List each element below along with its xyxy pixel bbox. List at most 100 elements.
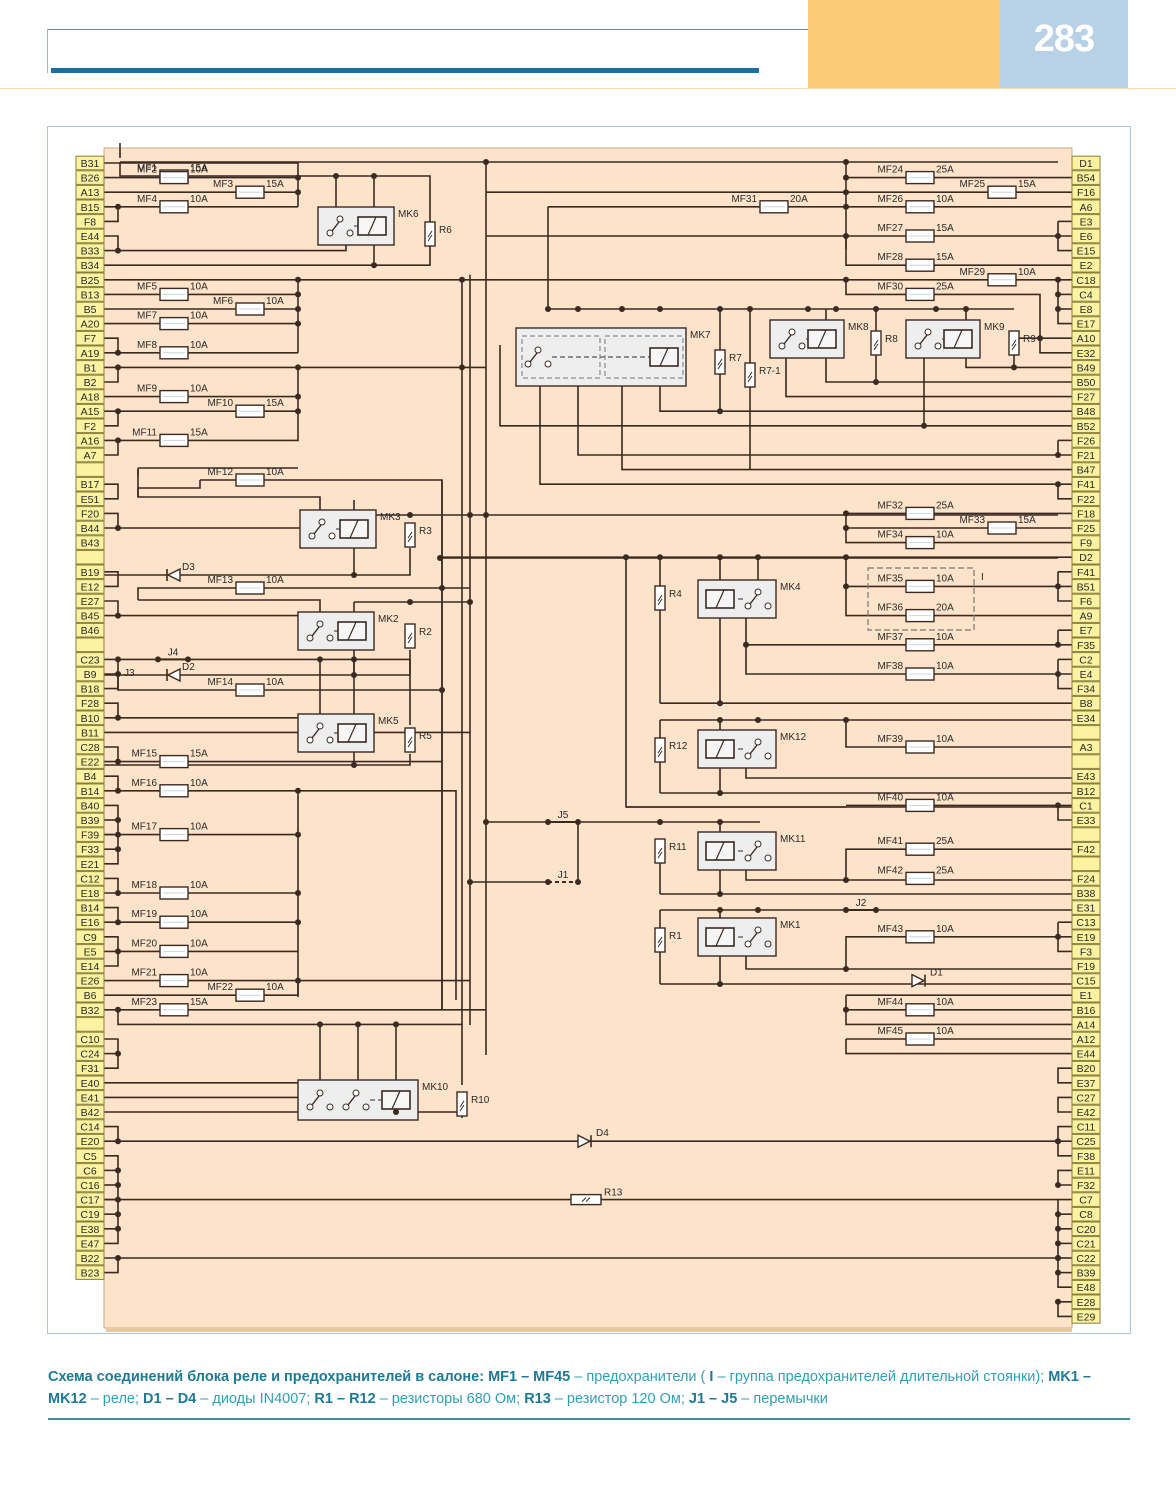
header-rule (47, 29, 987, 30)
switch-arm (311, 1095, 320, 1106)
fuse-id: MF21 (131, 968, 157, 979)
pin-label-C11: C11 (1077, 1122, 1096, 1134)
pin-label-F38: F38 (1077, 1151, 1095, 1163)
resistor-label: R12 (669, 741, 688, 752)
junction-dot (843, 717, 849, 723)
fuse-id: MF25 (959, 179, 985, 190)
junction-dot (295, 919, 301, 926)
junction-dot (747, 306, 753, 312)
pin-cell (1071, 1177, 1101, 1193)
pin-label-B8: B8 (1080, 698, 1093, 710)
pin-cell (75, 1192, 105, 1207)
junction-dot (393, 1109, 399, 1115)
contact (326, 229, 334, 237)
pin-cell (1071, 929, 1101, 945)
jumper-label: J5 (558, 810, 569, 821)
wire (745, 610, 1072, 675)
contact (534, 346, 542, 354)
pin-label-E33: E33 (1077, 815, 1096, 827)
junction-dot (623, 554, 629, 561)
resistor-mark (657, 750, 663, 758)
pin-label-A9: A9 (1080, 611, 1093, 623)
switch-arm (311, 626, 320, 637)
resistor-mark (717, 362, 723, 370)
caption-term: D1 – D4 (143, 1391, 197, 1407)
junction-dot (921, 422, 927, 429)
junction-dot (1011, 364, 1017, 371)
pin-cell (1071, 389, 1101, 404)
pin-cell (1071, 462, 1101, 477)
fuse-rating: 15A (190, 163, 208, 174)
contact (754, 588, 762, 596)
fuse-id: MF34 (877, 530, 903, 541)
pin-cell (75, 987, 105, 1003)
pin-label-C5: C5 (83, 1151, 97, 1163)
wire (117, 659, 442, 691)
contact (754, 738, 762, 746)
caption-parts: MF1 – MF45 – предохранители ( I – группа… (48, 1369, 1091, 1407)
diode-d4: D4 (577, 1128, 609, 1149)
junction-dot (115, 1167, 121, 1174)
pin-label-A7: A7 (84, 450, 97, 462)
pin-cell (1071, 871, 1101, 886)
contact (326, 1103, 334, 1111)
pin-cell (1071, 1309, 1101, 1324)
pin-label-B14: B14 (81, 903, 100, 915)
pin-cell (1071, 579, 1101, 594)
junction-dot (371, 173, 377, 179)
junction-dot (843, 276, 849, 283)
wire (1057, 922, 1072, 953)
pin-cell (1071, 199, 1101, 215)
relay-mk12: MK12 (697, 729, 807, 769)
junction-dot (115, 919, 121, 926)
diode-d1: D1 (911, 968, 943, 988)
pin-label-F19: F19 (1077, 961, 1095, 973)
contact (914, 342, 922, 350)
pin-label-F7: F7 (84, 333, 96, 345)
junction-dot (1055, 1255, 1061, 1261)
pin-label-F28: F28 (81, 698, 99, 710)
wire (104, 746, 119, 762)
relay-label: MK8 (848, 322, 869, 333)
resistor-body (570, 1193, 602, 1206)
caption-term: J1 – J5 (688, 1391, 738, 1407)
junction-dot (1055, 306, 1061, 312)
caption-title: Схема соединений блока реле и предохрани… (48, 1369, 485, 1385)
pin-cell (1071, 1250, 1101, 1266)
fuse-rating: 25A (936, 836, 954, 847)
pin-label-F35: F35 (1077, 640, 1095, 652)
pin-label-C15: C15 (1076, 976, 1095, 988)
diode-d2: D2 (166, 662, 195, 683)
fuse-id: MF41 (877, 836, 903, 847)
pin-label-B22: B22 (81, 1253, 100, 1265)
pin-label-E32: E32 (1077, 348, 1096, 360)
pin-cell (75, 564, 105, 580)
jumper-label: J2 (856, 898, 867, 909)
pin-cell (1071, 812, 1101, 828)
junction-dot (755, 717, 761, 723)
pin-label-B38: B38 (1077, 888, 1096, 900)
header-rule-left (47, 29, 48, 73)
coil-mark (347, 621, 357, 641)
junction-dot (843, 510, 849, 517)
pin-label-C22: C22 (1076, 1253, 1095, 1265)
pin-cell (75, 462, 105, 477)
pin-cell (1071, 1075, 1101, 1091)
junction-dot (459, 276, 465, 283)
pin-cell (1071, 739, 1101, 755)
resistor-label: R10 (471, 1095, 490, 1106)
junction-dot (843, 966, 849, 972)
coil-mark (715, 841, 725, 861)
relay-section (521, 335, 601, 379)
pin-cell (1071, 768, 1101, 784)
junction-dot (115, 1138, 121, 1145)
fuse-rating: 10A (936, 632, 954, 643)
pin-label-B19: B19 (81, 567, 100, 579)
junction-dot (843, 174, 849, 181)
pin-cell (75, 637, 105, 653)
pin-label-B20: B20 (1077, 1063, 1096, 1075)
jumper-j4: J4 (155, 647, 191, 663)
resistor-label: R5 (419, 731, 432, 742)
